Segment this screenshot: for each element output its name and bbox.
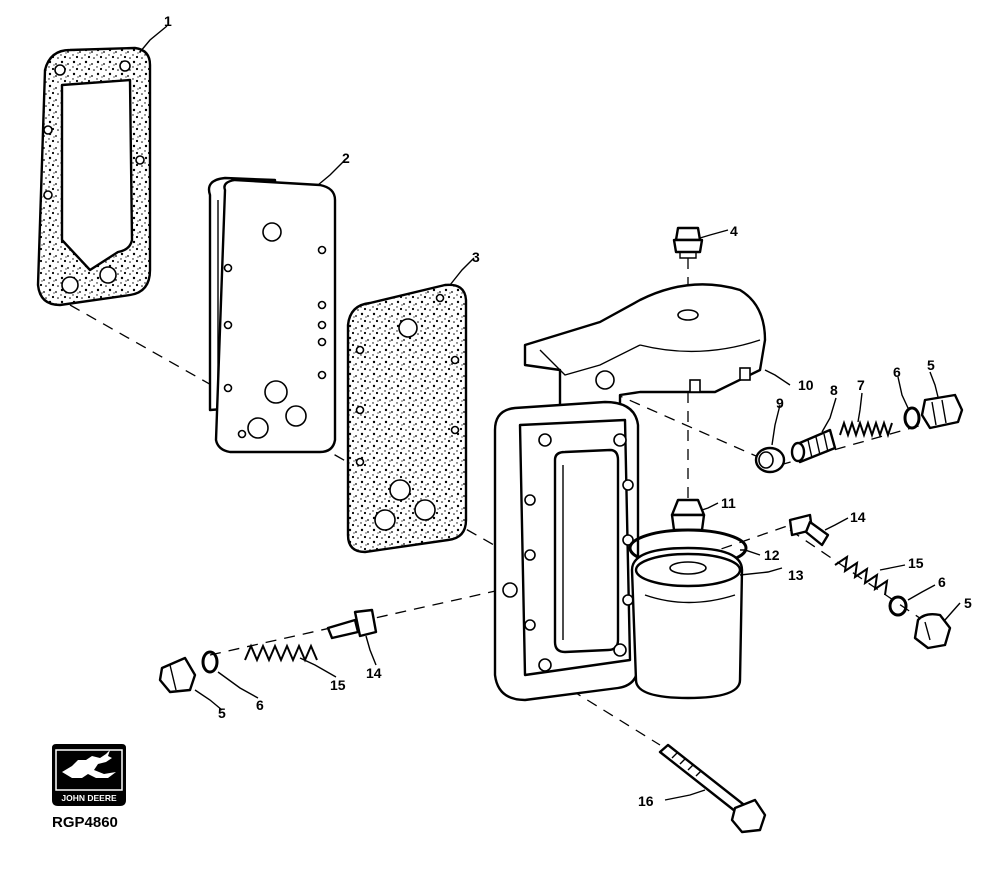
o-ring-part-6-upper	[903, 406, 921, 430]
reference-code: RGP4860	[52, 814, 118, 831]
callout-6-lower-right: 6	[938, 574, 946, 590]
o-ring-part-6-lower-right	[888, 595, 908, 617]
callout-16: 16	[638, 793, 654, 809]
adapter-part-11	[670, 498, 706, 532]
spring-part-7	[839, 419, 893, 439]
o-ring-part-6-left	[201, 650, 219, 674]
plug-part-4	[672, 226, 704, 259]
callout-6-upper: 6	[893, 364, 901, 380]
valve-part-14-right	[788, 513, 830, 547]
callout-5-left: 5	[218, 705, 226, 721]
callout-1: 1	[164, 13, 172, 29]
plug-part-5-left	[158, 656, 197, 694]
leaping-deer-icon	[62, 750, 116, 778]
cap-screw-part-16	[658, 743, 767, 834]
callout-15-right: 15	[908, 555, 924, 571]
oil-filter-part-13	[630, 546, 744, 700]
callout-8: 8	[830, 382, 838, 398]
plug-part-5-upper	[920, 393, 964, 430]
valve-part-14-left	[326, 608, 378, 640]
gasket-part-3	[346, 283, 468, 554]
callout-13: 13	[788, 567, 804, 583]
logo-brand-text: JOHN DEERE	[61, 793, 117, 803]
callout-12: 12	[764, 547, 780, 563]
john-deere-logo: JOHN DEERE	[52, 744, 126, 806]
spring-part-15-right	[834, 554, 889, 596]
callout-numbers: 1 2 3 4 5 6 7 8 9 10 11 12 13 14 15 6 5 …	[164, 13, 972, 809]
callout-10: 10	[798, 377, 814, 393]
callout-3: 3	[472, 249, 480, 265]
callout-9: 9	[776, 395, 784, 411]
plug-part-5-lower-right	[913, 612, 952, 650]
callout-7: 7	[857, 377, 865, 393]
callout-14-right: 14	[850, 509, 866, 525]
callout-5-upper: 5	[927, 357, 935, 373]
valve-part-8	[790, 428, 837, 464]
filter-housing-part-10	[493, 283, 767, 702]
spring-part-15-left	[244, 643, 318, 663]
gasket-part-1	[36, 46, 152, 307]
sleeve-part-9	[754, 446, 786, 474]
callout-4: 4	[730, 223, 738, 239]
callout-5-lower-right: 5	[964, 595, 972, 611]
callout-15-left: 15	[330, 677, 346, 693]
callout-2: 2	[342, 150, 350, 166]
callout-14-left: 14	[366, 665, 382, 681]
oil-cooler-part-2	[207, 176, 337, 454]
callout-6-left: 6	[256, 697, 264, 713]
leader-lines	[139, 25, 961, 801]
callout-11: 11	[721, 495, 736, 511]
